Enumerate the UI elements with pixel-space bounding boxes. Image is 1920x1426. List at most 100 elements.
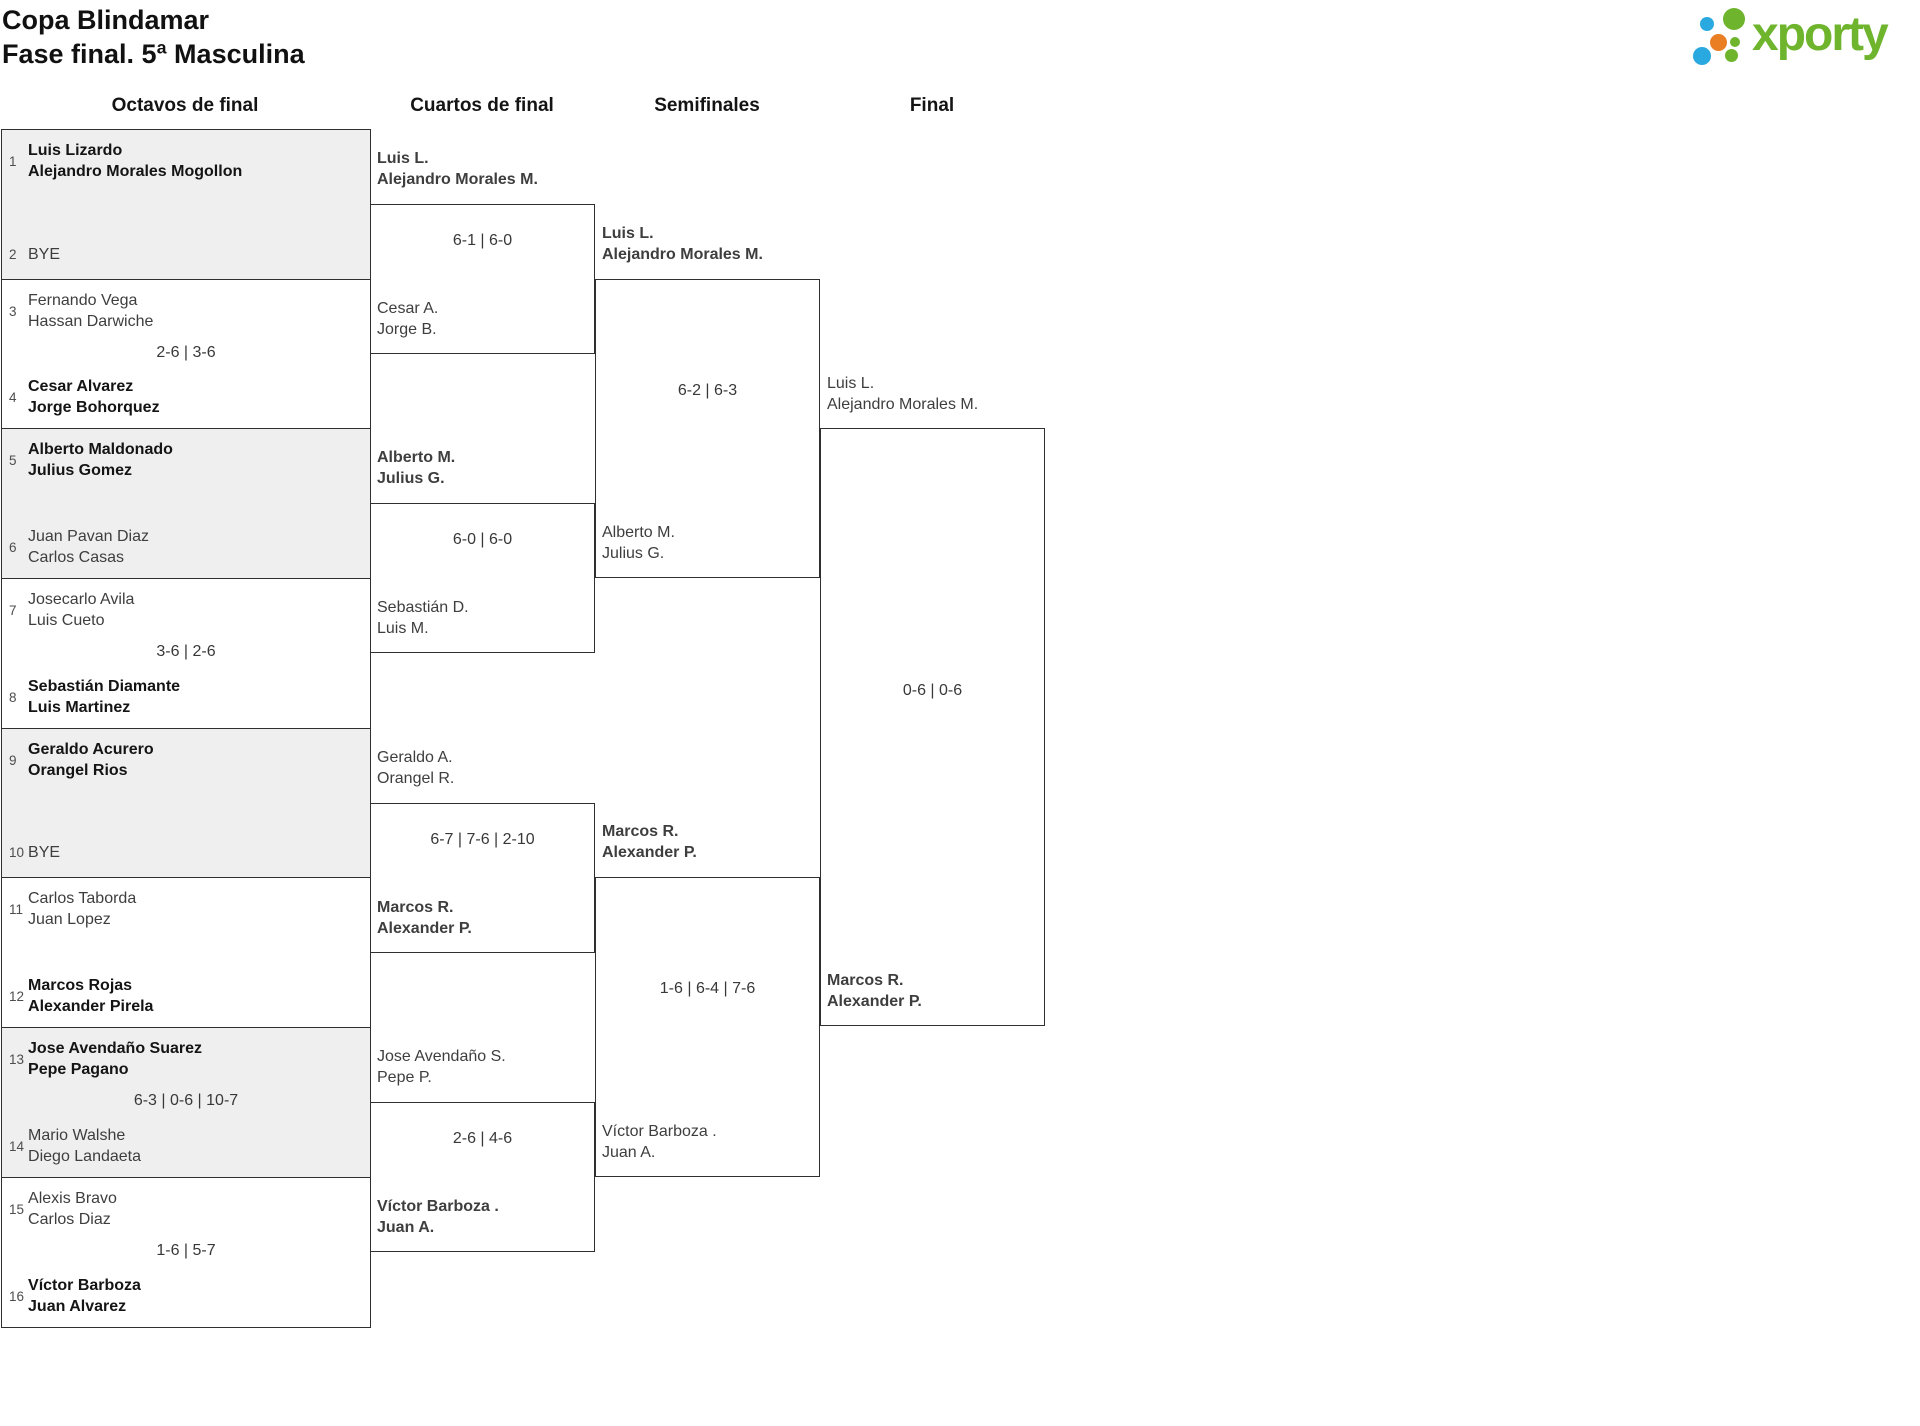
xporty-logo[interactable]: xporty bbox=[1680, 2, 1918, 74]
player-name: Luis Lizardo bbox=[28, 142, 123, 159]
player-name: Juan A. bbox=[602, 1144, 656, 1161]
team-slot: 9 Geraldo Acurero Orangel Rios bbox=[9, 739, 364, 781]
player-name: Juan Pavan Diaz bbox=[28, 528, 149, 545]
team-slot: 6 Juan Pavan Diaz Carlos Casas bbox=[9, 526, 364, 568]
match-score: 0-6 | 0-6 bbox=[902, 682, 963, 699]
player-name: Luis M. bbox=[377, 620, 429, 637]
team-slot: 10 BYE bbox=[9, 842, 364, 863]
team-slot: 2 BYE bbox=[9, 244, 364, 265]
team-name: Geraldo Acurero Orangel Rios bbox=[28, 739, 154, 781]
player-name: Alberto M. bbox=[602, 524, 675, 541]
octavos-match-1: 1 Luis Lizardo Alejandro Morales Mogollo… bbox=[1, 129, 371, 280]
team-slot: 8 Sebastián Diamante Luis Martinez bbox=[9, 676, 364, 718]
player-name: Víctor Barboza . bbox=[602, 1123, 717, 1140]
team-name: Jose Avendaño Suarez Pepe Pagano bbox=[28, 1038, 202, 1080]
team-name: Fernando Vega Hassan Darwiche bbox=[28, 290, 153, 332]
seed-number: 7 bbox=[9, 602, 17, 618]
team-name: Sebastián D. Luis M. bbox=[377, 597, 595, 639]
tournament-subtitle: Fase final. 5ª Masculina bbox=[2, 39, 305, 69]
final-match-box bbox=[820, 428, 1045, 1026]
seed-number: 12 bbox=[9, 988, 25, 1004]
team-name: Jose Avendaño S. Pepe P. bbox=[377, 1046, 595, 1088]
team-name-champion: Marcos R. Alexander P. bbox=[827, 970, 1045, 1012]
seed-number: 2 bbox=[9, 247, 17, 262]
team-name: Cesar Alvarez Jorge Bohorquez bbox=[28, 376, 160, 418]
match-score: 6-2 | 6-3 bbox=[677, 382, 738, 399]
page-header: Copa Blindamar Fase final. 5ª Masculina bbox=[2, 3, 305, 71]
player-name: Víctor Barboza bbox=[28, 1277, 141, 1294]
octavos-match-2: 3 Fernando Vega Hassan Darwiche 2-6 | 3-… bbox=[1, 279, 371, 429]
team-name: Alberto M. Julius G. bbox=[377, 447, 595, 489]
player-name: Pepe P. bbox=[377, 1069, 432, 1086]
seed-number: 11 bbox=[9, 901, 24, 917]
player-name: Marcos R. bbox=[602, 823, 679, 840]
player-name: Carlos Diaz bbox=[28, 1211, 111, 1228]
player-name: Orangel R. bbox=[377, 770, 455, 787]
team-name: Luis L. Alejandro Morales M. bbox=[377, 148, 595, 190]
team-name: Carlos Taborda Juan Lopez bbox=[28, 888, 136, 930]
round-header-final: Final bbox=[909, 95, 955, 116]
team-name: BYE bbox=[28, 244, 60, 265]
player-name: Geraldo Acurero bbox=[28, 741, 154, 758]
player-name: Alexis Bravo bbox=[28, 1190, 117, 1207]
team-name: Marcos R. Alexander P. bbox=[377, 897, 595, 939]
seed-number: 10 bbox=[9, 845, 25, 860]
team-name: Cesar A. Jorge B. bbox=[377, 298, 595, 340]
seed-number: 6 bbox=[9, 539, 17, 555]
player-name: Alejandro Morales M. bbox=[602, 246, 763, 263]
seed-number: 9 bbox=[9, 752, 17, 768]
team-name: Luis L. Alejandro Morales M. bbox=[602, 223, 820, 265]
match-score: 6-1 | 6-0 bbox=[452, 232, 513, 249]
match-score: 6-3 | 0-6 | 10-7 bbox=[133, 1092, 239, 1109]
player-name: Hassan Darwiche bbox=[28, 313, 154, 330]
team-slot: 7 Josecarlo Avila Luis Cueto bbox=[9, 589, 364, 631]
player-name: Sebastián Diamante bbox=[28, 678, 181, 695]
team-name: Josecarlo Avila Luis Cueto bbox=[28, 589, 134, 631]
player-name: Carlos Casas bbox=[28, 549, 125, 566]
team-name: Alberto Maldonado Julius Gomez bbox=[28, 439, 173, 481]
player-name: Alejandro Morales Mogollon bbox=[28, 163, 243, 180]
octavos-match-3: 5 Alberto Maldonado Julius Gomez 6 Juan … bbox=[1, 428, 371, 579]
player-name: Carlos Taborda bbox=[28, 890, 137, 907]
player-name: Alberto Maldonado bbox=[28, 441, 173, 458]
octavos-match-4: 7 Josecarlo Avila Luis Cueto 3-6 | 2-6 8… bbox=[1, 578, 371, 729]
cuartos-match-4-box bbox=[370, 1102, 595, 1252]
player-name: Orangel Rios bbox=[28, 762, 128, 779]
match-score: 2-6 | 4-6 bbox=[452, 1130, 513, 1147]
player-name: Pepe Pagano bbox=[28, 1061, 129, 1078]
player-name: Jorge Bohorquez bbox=[28, 399, 160, 416]
team-name: Alberto M. Julius G. bbox=[602, 522, 820, 564]
team-slot: 3 Fernando Vega Hassan Darwiche bbox=[9, 290, 364, 332]
player-name: Marcos R. bbox=[827, 972, 904, 989]
semifinal-match-2-box bbox=[595, 877, 820, 1177]
team-slot: 13 Jose Avendaño Suarez Pepe Pagano bbox=[9, 1038, 364, 1080]
player-name: Alexander P. bbox=[602, 844, 697, 861]
team-slot: 16 Víctor Barboza Juan Alvarez bbox=[9, 1275, 364, 1317]
team-slot: 15 Alexis Bravo Carlos Diaz bbox=[9, 1188, 364, 1230]
team-slot: 12 Marcos Rojas Alexander Pirela bbox=[9, 975, 364, 1017]
team-slot: 1 Luis Lizardo Alejandro Morales Mogollo… bbox=[9, 140, 364, 182]
player-name: Jose Avendaño S. bbox=[377, 1048, 506, 1065]
player-name: Julius G. bbox=[602, 545, 665, 562]
player-name: Cesar Alvarez bbox=[28, 378, 134, 395]
player-name: Julius G. bbox=[377, 470, 445, 487]
player-name: Alexander P. bbox=[377, 920, 472, 937]
octavos-match-8: 15 Alexis Bravo Carlos Diaz 1-6 | 5-7 16… bbox=[1, 1177, 371, 1328]
player-name: Luis Cueto bbox=[28, 612, 105, 629]
player-name: Alberto M. bbox=[377, 449, 456, 466]
tournament-title: Copa Blindamar bbox=[2, 5, 210, 35]
team-name: Mario Walshe Diego Landaeta bbox=[28, 1125, 141, 1167]
player-name: Juan A. bbox=[377, 1219, 435, 1236]
team-slot: 4 Cesar Alvarez Jorge Bohorquez bbox=[9, 376, 364, 418]
player-name: Juan Lopez bbox=[28, 911, 111, 928]
team-name: Geraldo A. Orangel R. bbox=[377, 747, 595, 789]
team-name: Víctor Barboza . Juan A. bbox=[602, 1121, 820, 1163]
round-header-octavos: Octavos de final bbox=[111, 95, 259, 116]
player-name: Víctor Barboza . bbox=[377, 1198, 499, 1215]
player-name: Diego Landaeta bbox=[28, 1148, 142, 1165]
team-name: Sebastián Diamante Luis Martinez bbox=[28, 676, 180, 718]
player-name: Alejandro Morales M. bbox=[827, 396, 979, 413]
logo-dot-blue-medium-icon bbox=[1693, 47, 1711, 65]
player-name: Jose Avendaño Suarez bbox=[28, 1040, 203, 1057]
